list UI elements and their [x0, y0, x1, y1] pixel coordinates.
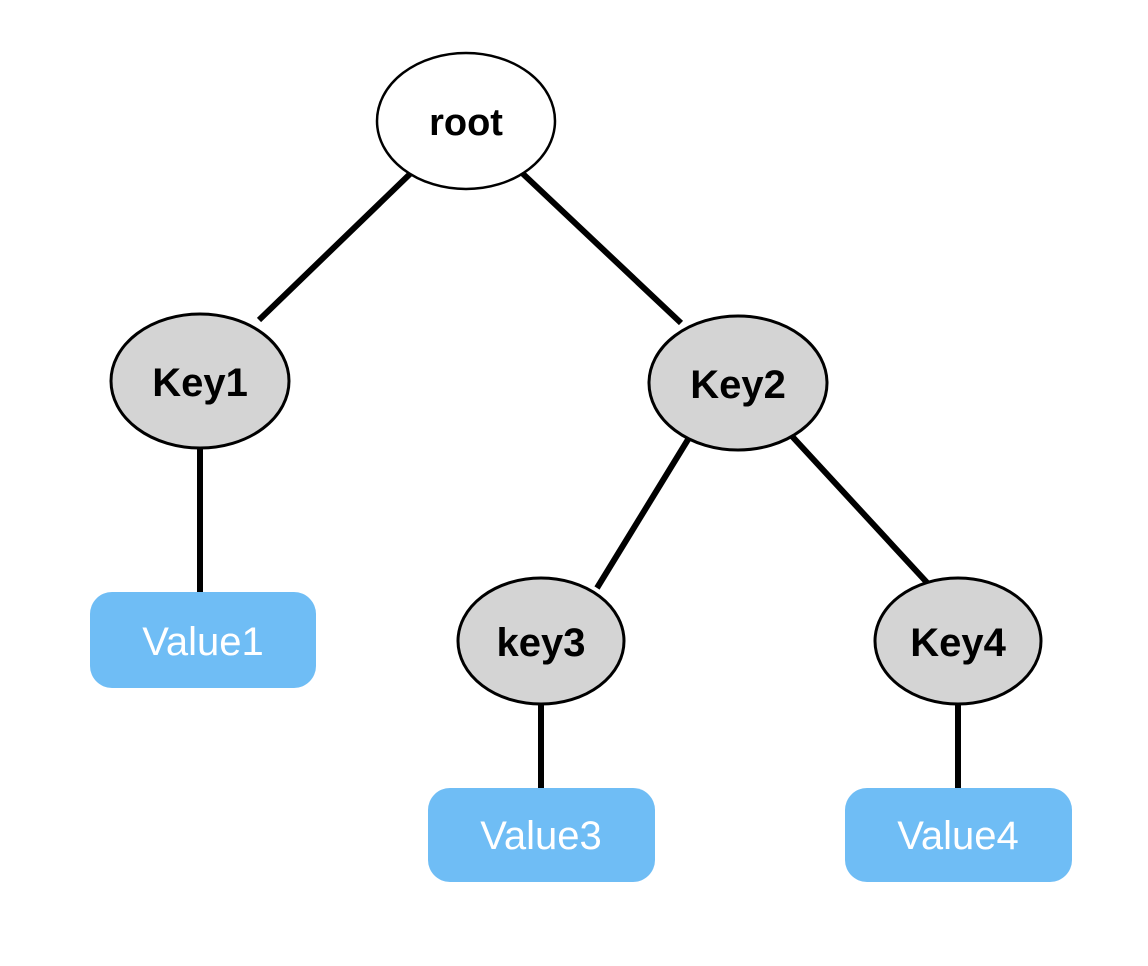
- node-root[interactable]: root: [375, 51, 557, 191]
- root-label: root: [429, 102, 503, 144]
- value3-label: Value3: [480, 814, 602, 858]
- value1-box[interactable]: [90, 592, 316, 688]
- node-value1[interactable]: Value1: [90, 592, 316, 688]
- value4-box[interactable]: [845, 788, 1072, 882]
- value4-label: Value4: [897, 814, 1019, 858]
- node-key3[interactable]: key3: [456, 576, 626, 706]
- key1-label: Key1: [152, 361, 248, 405]
- value1-label: Value1: [142, 620, 264, 664]
- key4-ellipse[interactable]: [873, 576, 1043, 706]
- node-value4[interactable]: Value4: [845, 788, 1072, 882]
- edge-root-to-key1: [256, 169, 415, 323]
- key4-label: Key4: [910, 621, 1006, 665]
- edge-root-to-key2: [518, 169, 684, 326]
- key3-label: key3: [497, 621, 586, 665]
- edge-key2-to-key4: [786, 430, 935, 591]
- edge-group: [197, 169, 961, 790]
- key2-ellipse[interactable]: [647, 314, 829, 452]
- node-key1[interactable]: Key1: [109, 312, 291, 450]
- edge-key2-to-key3: [594, 431, 695, 590]
- node-value3[interactable]: Value3: [428, 788, 655, 882]
- node-key4[interactable]: Key4: [873, 576, 1043, 706]
- key2-label: Key2: [690, 363, 786, 407]
- node-key2[interactable]: Key2: [647, 314, 829, 452]
- key1-ellipse[interactable]: [109, 312, 291, 450]
- root-ellipse[interactable]: [375, 51, 557, 191]
- value3-box[interactable]: [428, 788, 655, 882]
- key3-ellipse[interactable]: [456, 576, 626, 706]
